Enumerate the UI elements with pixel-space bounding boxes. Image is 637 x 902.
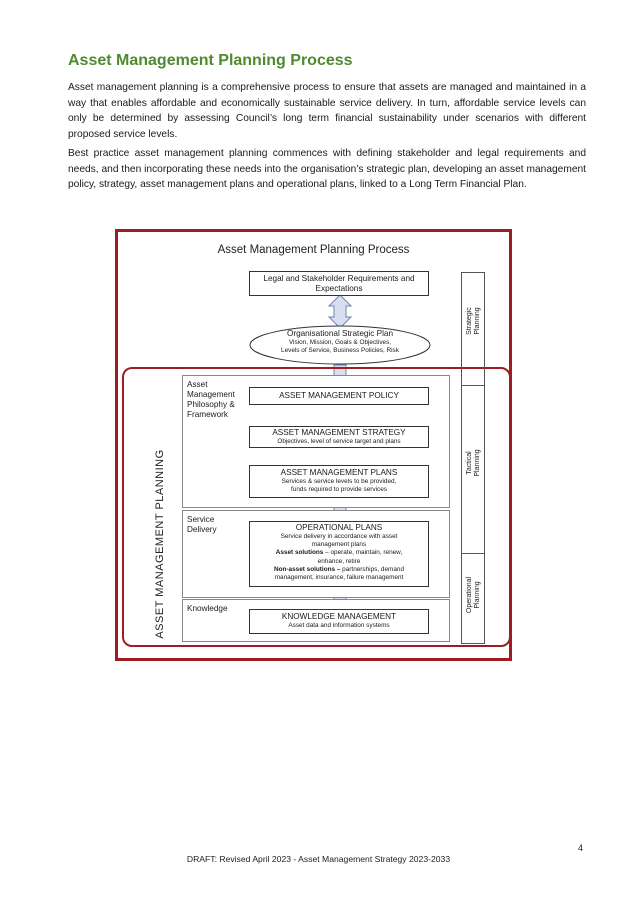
plans-title: ASSET MANAGEMENT PLANS: [280, 468, 398, 477]
strategic-planning-label: Strategic Planning: [466, 307, 481, 335]
double-arrow: [327, 294, 353, 329]
plans-desc-2: funds required to provide services: [291, 486, 387, 494]
asset-management-planning-label: ASSET MANAGEMENT PLANNING: [154, 449, 166, 639]
strategy-desc: Objectives, level of service target and …: [277, 438, 401, 445]
knowledge-desc: Asset data and information systems: [288, 622, 390, 629]
planning-levels-bar: Strategic Planning Tactical Planning Ope…: [461, 272, 485, 644]
operational-desc-1: Service delivery in accordance with asse…: [280, 533, 398, 540]
knowledge-management-box: KNOWLEDGE MANAGEMENT Asset data and info…: [249, 609, 429, 634]
operational-plans-box: OPERATIONAL PLANS Service delivery in ac…: [249, 521, 429, 587]
section-philosophy-label: Asset Management Philosophy & Framework: [187, 380, 235, 419]
policy-box: ASSET MANAGEMENT POLICY: [249, 387, 429, 405]
asset-management-planning-region: [122, 367, 511, 647]
divider: [462, 385, 484, 386]
knowledge-title: KNOWLEDGE MANAGEMENT: [281, 612, 397, 621]
strategic-plan-line2: Levels of Service, Business Policies, Ri…: [281, 347, 399, 355]
non-asset-solutions: Non-asset solutions – partnerships, dema…: [274, 565, 404, 582]
best-practice-paragraph: Best practice asset management planning …: [68, 148, 586, 191]
legal-requirements-box: Legal and Stakeholder Requirements and E…: [249, 271, 429, 296]
divider: [462, 553, 484, 554]
strategy-title: ASSET MANAGEMENT STRATEGY: [272, 428, 406, 437]
page-footer: DRAFT: Revised April 2023 - Asset Manage…: [186, 854, 451, 864]
plans-desc-1: Services & service levels to be provided…: [281, 478, 397, 485]
process-diagram: Asset Management Planning Process Legal …: [115, 229, 512, 661]
policy-title: ASSET MANAGEMENT POLICY: [279, 391, 399, 400]
section-heading: Asset Management Planning Process: [68, 52, 353, 69]
strategic-plan-line1: Vision, Mission, Goals & Objectives,: [288, 339, 392, 346]
asset-solutions: Asset solutions – operate, maintain, ren…: [275, 549, 403, 565]
strategic-plan-ellipse: [249, 325, 431, 365]
operational-title: OPERATIONAL PLANS: [295, 523, 383, 532]
operational-desc-2: management plans: [311, 541, 367, 549]
legal-requirements-text: Legal and Stakeholder Requirements and E…: [263, 274, 415, 293]
strategic-plan: Organisational Strategic Plan Vision, Mi…: [248, 329, 432, 355]
strategy-box: ASSET MANAGEMENT STRATEGY Objectives, le…: [249, 426, 429, 448]
intro-paragraph: Asset management planning is a comprehen…: [68, 82, 586, 140]
page-number: 4: [578, 843, 584, 853]
tactical-planning-label: Tactical Planning: [466, 449, 481, 477]
section-knowledge-label: Knowledge: [187, 604, 228, 613]
section-service-label: Service Delivery: [187, 515, 217, 534]
strategic-plan-title: Organisational Strategic Plan: [286, 329, 394, 338]
operational-planning-label: Operational Planning: [466, 576, 481, 614]
diagram-title: Asset Management Planning Process: [217, 244, 410, 256]
plans-box: ASSET MANAGEMENT PLANS Services & servic…: [249, 465, 429, 498]
